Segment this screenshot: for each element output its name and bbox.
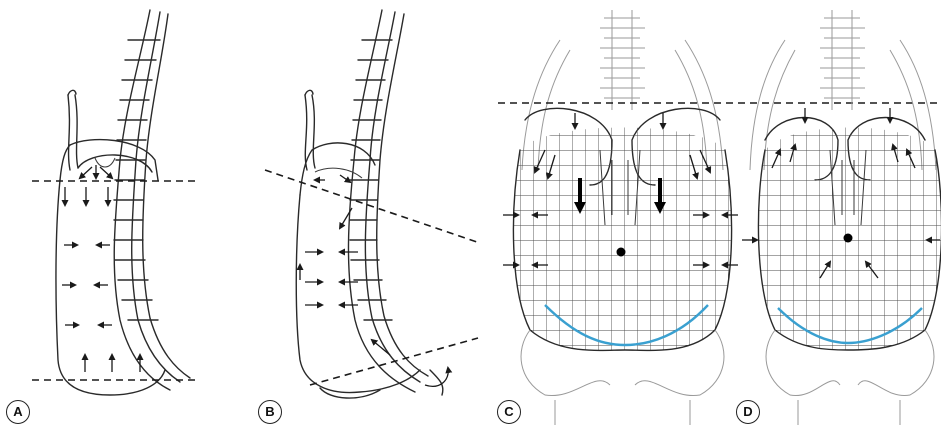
spine (114, 10, 190, 390)
spine (600, 10, 645, 110)
panel-a (32, 10, 195, 395)
navel-dot (617, 248, 626, 257)
panel-b (265, 10, 480, 398)
panel-label-c: C (497, 400, 521, 424)
spine (820, 10, 865, 110)
panel-d (742, 10, 941, 425)
panel-label-a: A (6, 400, 30, 424)
spine (348, 10, 428, 392)
panel-label-b: B (258, 400, 282, 424)
navel-dot (844, 234, 853, 243)
panel-label-d: D (736, 400, 760, 424)
